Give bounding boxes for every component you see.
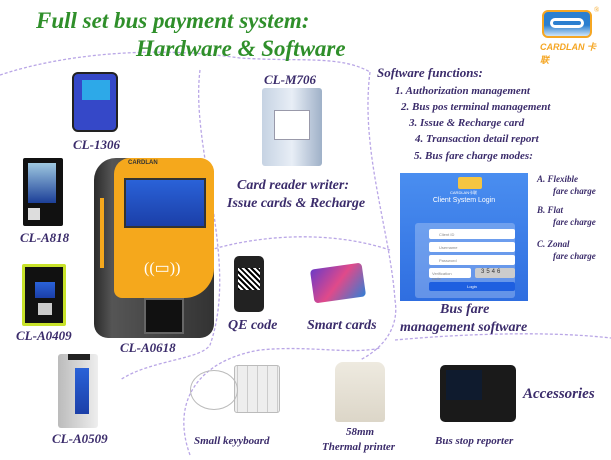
label-printer-line1: 58mm xyxy=(346,426,375,438)
label-cl-a0618: CL-A0618 xyxy=(120,340,176,355)
handshake-icon xyxy=(550,18,584,28)
card-reader-line1: Card reader writer: xyxy=(237,178,349,193)
divider-top xyxy=(0,51,371,76)
label-cl-m706: CL-M706 xyxy=(264,72,316,87)
thermal-printer-image xyxy=(335,362,385,422)
software-item-5: 5. Bus fare charge modes: xyxy=(414,150,533,162)
label-smart-cards: Smart cards xyxy=(307,318,377,333)
software-item-1: 1. Authorization management xyxy=(395,85,530,97)
mode-a-line2: fare charge xyxy=(553,186,596,196)
label-keyboard: Small keyyboard xyxy=(194,435,270,447)
card-reader-line2: Issue cards & Recharge xyxy=(227,196,366,211)
device-cl-a0509 xyxy=(58,354,98,428)
label-qr: QE code xyxy=(228,318,278,333)
mode-b-line1: B. Flat xyxy=(537,205,564,215)
keyboard-image xyxy=(234,365,280,413)
software-item-2: 2. Bus pos terminal management xyxy=(401,101,551,113)
phone-qr-image xyxy=(234,256,264,312)
cardlan-logo-small xyxy=(458,177,482,189)
keyboard-cable xyxy=(190,370,238,410)
label-cl-a818: CL-A818 xyxy=(20,230,70,245)
software-caption-line2: management software xyxy=(400,320,528,335)
software-heading: Software functions: xyxy=(377,65,483,80)
title-line1: Full set bus payment system: xyxy=(36,8,310,33)
divider-sw xyxy=(394,333,611,341)
device-cl-1306 xyxy=(72,72,118,132)
label-cl-a0509: CL-A0509 xyxy=(52,431,108,446)
divider-mid xyxy=(209,236,391,251)
nfc-icon: ((▭)) xyxy=(144,260,181,277)
label-cl-a0409: CL-A0409 xyxy=(16,328,72,343)
software-item-3: 3. Issue & Recharge card xyxy=(409,117,525,129)
label-cl-1306: CL-1306 xyxy=(73,137,120,152)
device-cl-a0618: CARDLAN ((▭)) xyxy=(94,158,214,338)
qr-code-icon xyxy=(238,268,260,290)
smart-cards-image xyxy=(309,262,367,304)
mode-a-line1: A. Flexible xyxy=(537,174,578,184)
label-printer-line2: Thermal printer xyxy=(322,441,396,453)
device-cl-a0409 xyxy=(22,264,66,326)
mode-c-line1: C. Zonal xyxy=(537,239,570,249)
bus-stop-reporter-image xyxy=(440,365,516,422)
cardlan-logo: ® CARDLAN 卡联 xyxy=(540,6,600,65)
login-screenshot: CARDLAN卡联 Client System Login Client ID … xyxy=(400,173,528,301)
mode-c-line2: fare charge xyxy=(553,251,596,261)
device-cl-m706 xyxy=(262,88,322,166)
divider-acc xyxy=(183,347,381,456)
label-bus-stop-reporter: Bus stop reporter xyxy=(435,435,514,447)
divider-right xyxy=(359,71,397,361)
login-button: Login xyxy=(429,282,515,291)
accessories-heading: Accessories xyxy=(523,386,595,402)
software-item-4: 4. Transaction detail report xyxy=(415,133,539,145)
title-line2: Hardware & Software xyxy=(136,36,346,61)
software-caption-line1: Bus fare xyxy=(440,302,490,317)
device-cl-a818 xyxy=(23,158,63,226)
mode-b-line2: fare charge xyxy=(553,217,596,227)
